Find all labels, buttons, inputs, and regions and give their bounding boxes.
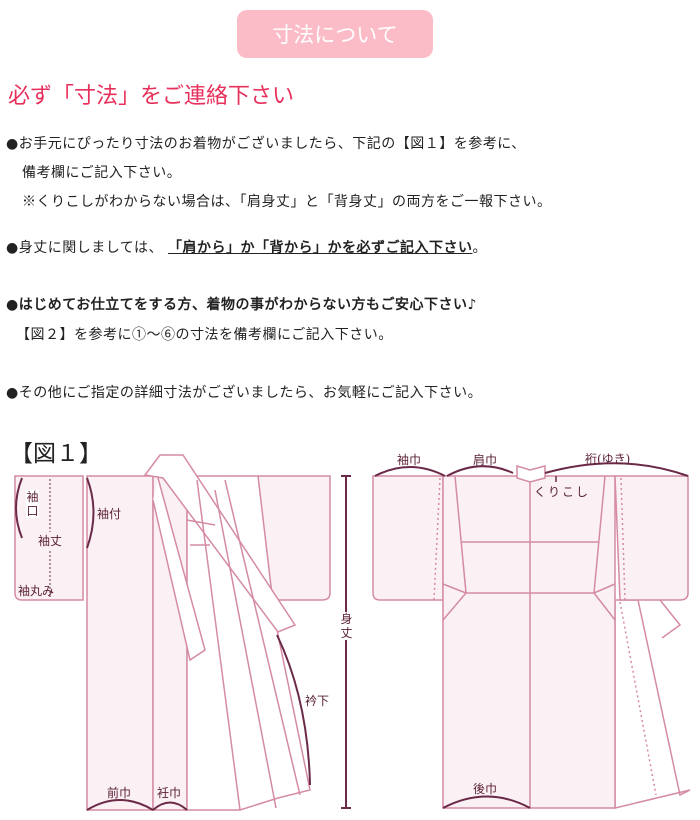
back-right-sleeve xyxy=(614,475,689,601)
text: 。 xyxy=(472,240,487,256)
paragraph-line: ●身丈に関しましては、 「肩から」か「背から」かを必ずご記入下さい。 xyxy=(6,237,487,257)
label-eri-shita: 衿下 xyxy=(305,694,330,708)
front-view xyxy=(14,454,331,811)
paragraph-line: 【図２】を参考に①～⑥の寸法を備考欄にご記入下さい。 xyxy=(16,327,393,343)
paragraph-line: ※くりこしがわからない場合は、「肩身丈」と「背身丈」の両方をご一報下さい。 xyxy=(22,194,552,210)
label-sode-take: 袖丈 xyxy=(38,532,63,549)
right-sleeve xyxy=(257,475,331,601)
label-yuki: 裄(ゆき) xyxy=(585,452,631,466)
paragraph-line: ●その他にご指定の詳細寸法がございましたら、お気軽にご記入下さい。 xyxy=(6,385,483,401)
label-ushiro-haba: 後巾 xyxy=(473,782,498,796)
emphasis-text: 「肩から」か「背から」かを必ずご記入下さい xyxy=(167,240,473,256)
back-body xyxy=(442,475,616,809)
back-left-sleeve xyxy=(372,475,444,601)
collar xyxy=(143,454,297,633)
label-mi-take: 身丈 xyxy=(340,612,353,640)
label-okumi-haba: 衽巾 xyxy=(157,786,182,800)
back-measure-marks xyxy=(374,462,689,809)
paragraph-line: ●はじめてお仕立てをする方、着物の事がわからない方もご安心下さい♪ xyxy=(6,297,477,313)
page-title: 必ず「寸法」をご連絡下さい xyxy=(8,84,295,109)
inner-panel xyxy=(186,475,311,811)
label-sode-guchi: 袖口 xyxy=(26,490,39,518)
label-sode-marumi: 袖丸み xyxy=(18,584,55,598)
label-kurikoshi: くりこし xyxy=(534,485,591,499)
label-sode-tsuke: 袖付 xyxy=(97,507,122,521)
back-view xyxy=(372,464,691,809)
front-panel xyxy=(86,475,154,811)
paragraph-line: ●お手元にぴったり寸法のお着物がございましたら、下記の【図１】を参考に、 xyxy=(6,136,526,152)
label-sode-haba: 袖巾 xyxy=(397,453,422,467)
paragraph-line: 備考欄にご記入下さい。 xyxy=(22,165,182,181)
label-kata-haba: 肩巾 xyxy=(473,453,498,467)
size-info-button[interactable]: 寸法について xyxy=(237,10,433,58)
front-measure-marks xyxy=(15,475,351,811)
text: ●身丈に関しましては、 xyxy=(6,240,164,256)
figure-caption: 【図１】 xyxy=(10,441,102,467)
label-mae-haba: 前巾 xyxy=(107,786,132,800)
